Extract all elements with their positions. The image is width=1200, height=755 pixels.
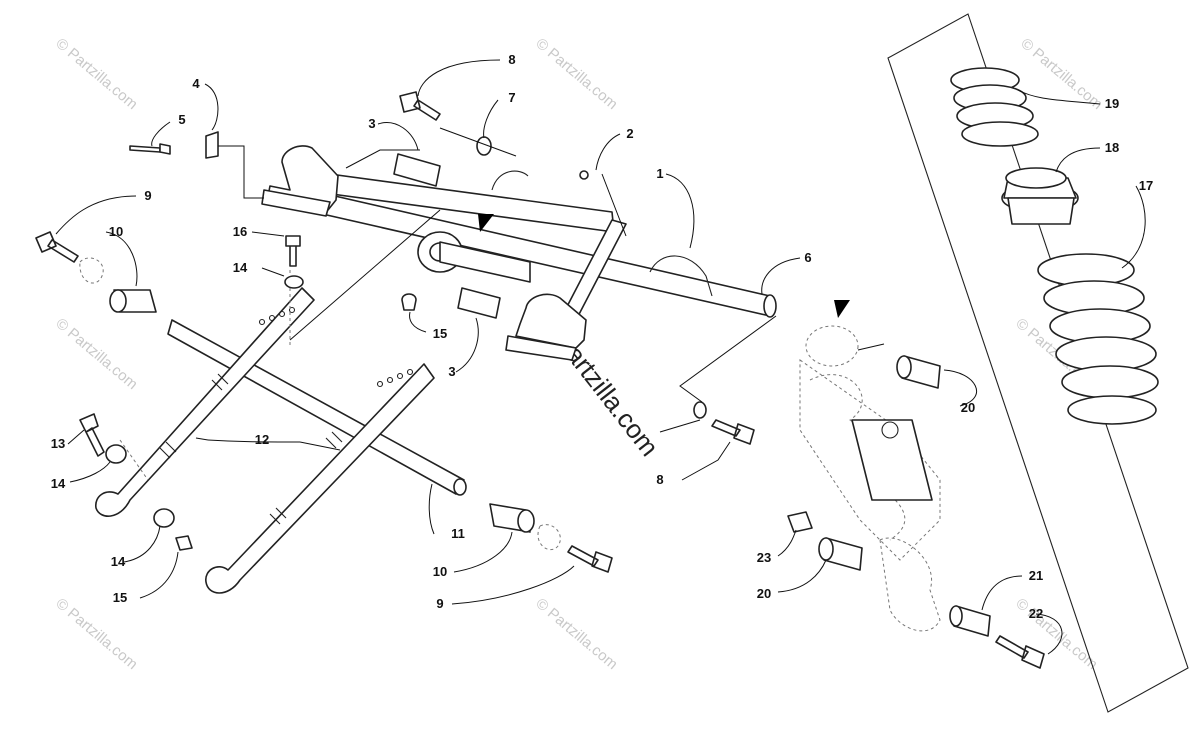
leader-lines [55,59,1146,655]
callout-label: 4 [192,76,200,91]
washer-8-lower [693,401,707,419]
spring-19 [950,67,1039,147]
callout-label: 7 [508,90,515,105]
bushing-20-lower-end [818,537,834,561]
front-arm-loop [649,255,713,297]
callout-label: 18 [1105,140,1119,155]
watermark-text: © Partzilla.com [52,595,140,673]
callout-label: 17 [1139,178,1153,193]
callout-label: 10 [433,564,447,579]
fasteners [35,91,755,573]
callout-label: 6 [804,250,811,265]
shock-assembly-frame [887,13,1189,713]
screw-5 [129,145,161,153]
bushing-20-upper-end [896,355,912,379]
shock-absorber [787,325,1045,669]
bolt-9-right [567,545,613,573]
pivot-tube [439,241,531,283]
callout-label: 14 [51,476,66,491]
rear-axle-end [453,478,467,496]
bushing-10-left-end [109,289,127,313]
spacer-9-right [537,524,561,551]
callout-label: 3 [448,364,455,379]
callout-labels: 1 2 3 3 4 5 6 7 8 8 9 9 10 10 11 12 13 1… [51,52,1153,621]
screw-5-head [159,143,171,155]
bolt-13 [79,413,105,457]
callout-label: 3 [368,116,375,131]
watermark-text: © Partzilla.com [52,35,140,113]
callout-label: 13 [51,436,65,451]
right-mount-bracket-base [505,335,577,361]
bolt-22 [995,635,1045,669]
callout-label: 16 [233,224,247,239]
bushing-3-upper [393,153,441,187]
callout-label: 5 [178,112,185,127]
callout-label: 19 [1105,96,1119,111]
callout-label: 20 [961,400,975,415]
shock-reservoir [851,419,933,501]
rear-link-left [95,287,315,517]
bolt-16 [285,235,301,267]
callout-label: 8 [508,52,515,67]
watermark-text: © Partzilla.com [532,595,620,673]
callout-label: 1 [656,166,663,181]
reference-arrow [834,300,850,318]
tube-end-cap [763,294,777,318]
callout-label: 8 [656,472,663,487]
washer-14-lower-b [153,508,175,528]
bolt-9-left [35,231,79,263]
bushing-21-end [949,605,963,627]
reference-arrow [478,214,494,232]
bushing-10-right-end [517,509,535,533]
bolt-8-lower [711,419,755,445]
bolt-8-upper [399,91,441,121]
front-arm-loop [491,170,529,191]
grease-fitting [579,170,589,180]
shock-lower-body [879,537,941,632]
link-adjust-holes [258,306,414,388]
watermark-text: © Partzilla.com [532,35,620,113]
watermark-text: © Partzilla.com [52,315,140,393]
callout-label: 11 [451,526,465,541]
callout-label: 21 [1029,568,1043,583]
shock-mount-line [857,343,885,351]
nut-15 [175,535,193,551]
callout-label: 14 [111,554,126,569]
callout-label: 23 [757,550,771,565]
callout-label: 14 [233,260,248,275]
front-arm-assembly [261,145,850,361]
rear-link-right [205,363,435,594]
left-mount-bracket-base [261,189,331,217]
alignment-line [119,439,149,481]
watermark-text: © Partzilla.com [1017,35,1105,113]
callout-label: 10 [109,224,123,239]
bushing-3-lower [457,287,501,319]
spring-retainer-18 [1001,167,1079,225]
clip-4 [205,131,219,159]
spring-assembly [950,67,1159,425]
link-hatching [159,373,343,525]
rear-axle-assembly [95,270,535,594]
spring-17 [1037,253,1159,425]
plug-15 [401,293,417,311]
spacer-9-left [79,257,104,284]
nut-23 [787,511,813,533]
shock-adjuster [881,421,899,439]
callout-label: 12 [255,432,269,447]
shock-upper-eye [805,325,859,367]
callout-label: 2 [626,126,633,141]
callout-label: 15 [433,326,447,341]
washer-14-upper [284,275,304,289]
washer-14-lower-a [105,444,127,464]
callout-label: 22 [1029,606,1043,621]
callout-label: 9 [436,596,443,611]
callout-label: 20 [757,586,771,601]
callout-label: 15 [113,590,127,605]
callout-label: 9 [144,188,151,203]
